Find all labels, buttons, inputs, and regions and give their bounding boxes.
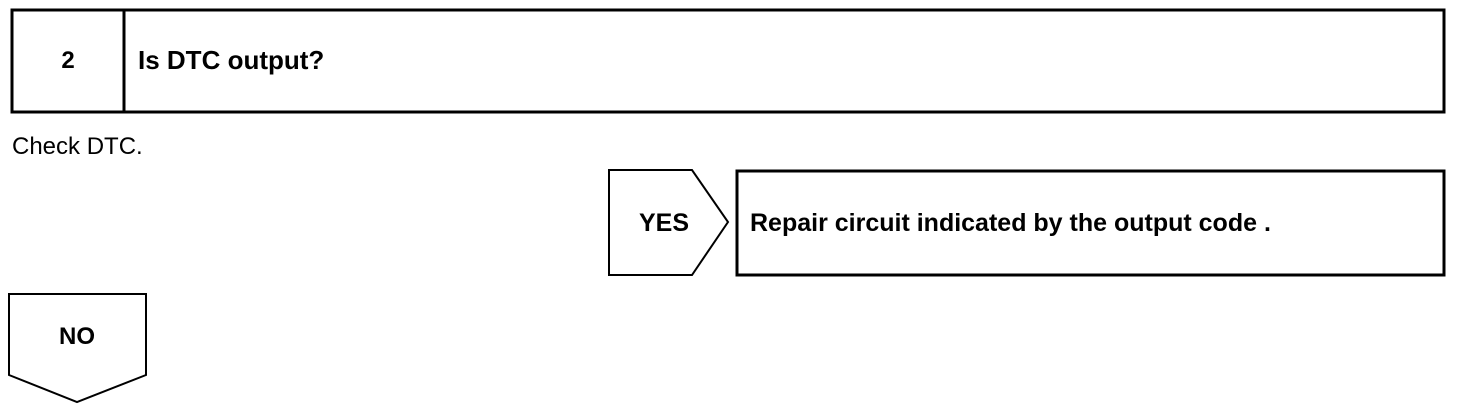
no-label: NO [59, 323, 95, 350]
instruction-text: Check DTC. [12, 133, 143, 160]
yes-result-frame [735, 169, 1446, 277]
step-header-frame [10, 8, 1446, 114]
yes-result: Repair circuit indicated by the output c… [735, 169, 1446, 277]
step-question: Is DTC output? [138, 45, 324, 75]
no-arrow-shape [8, 293, 147, 404]
yes-branch: YES [608, 169, 730, 276]
yes-label: YES [639, 209, 689, 237]
no-branch: NO [8, 293, 147, 404]
yes-result-text: Repair circuit indicated by the output c… [750, 209, 1271, 237]
step-header: 2 Is DTC output? [10, 8, 1446, 114]
yes-arrow-shape [608, 169, 730, 276]
step-number: 2 [61, 47, 74, 74]
